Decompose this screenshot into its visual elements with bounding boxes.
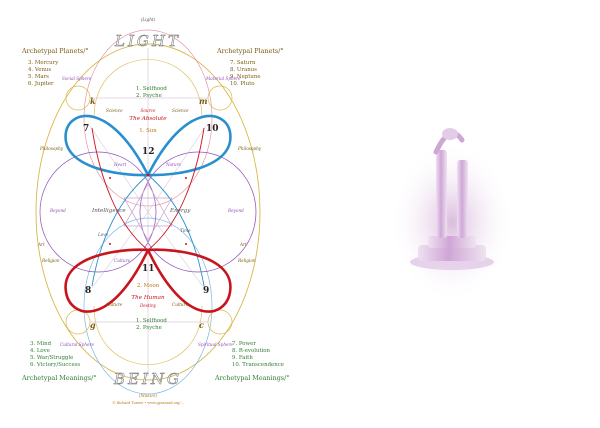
blue-left-lobe: [64, 114, 150, 177]
tl-item: 5. Mars: [28, 74, 49, 80]
love-label: Love: [97, 232, 109, 237]
source-label: Source: [141, 108, 156, 113]
bl-item: 5. War/Struggle: [30, 355, 73, 361]
moon-label: 2. Moon: [137, 283, 160, 289]
tr-item: 7. Saturn: [230, 60, 256, 66]
blue-right-lobe: [146, 114, 232, 177]
heart-label: Heart: [113, 162, 127, 167]
orbit-tag: Religion: [237, 258, 256, 263]
human-label: The Human: [131, 295, 165, 301]
orbit-tag: Philosophy: [39, 146, 64, 151]
bl-heading: Archetypal Meanings/°: [21, 374, 96, 382]
blue-lower-left: [91, 174, 149, 287]
destiny-label: Destiny: [139, 303, 157, 308]
br-item: 7. Power: [232, 341, 256, 347]
number-7: 7: [83, 124, 89, 134]
light-small-label: (Light): [141, 17, 156, 22]
mass-small-label: (Mass/e): [139, 393, 158, 398]
pillar-graphic: [390, 128, 514, 302]
light-title: LIGHT: [114, 32, 181, 50]
red-upper-left: [91, 127, 149, 251]
tr-item: 9. Neptune: [230, 74, 261, 80]
blue-lower-right: [147, 174, 205, 287]
tr-item: 8. Uranus: [230, 67, 257, 73]
tl-item: 4. Venus: [28, 67, 51, 73]
intelligence-label: Intelligence: [91, 208, 126, 214]
tr-item: 10. Pluto: [230, 81, 255, 87]
number-12: 12: [142, 147, 155, 157]
tl-item: 6. Jupiter: [28, 81, 54, 87]
orbit-tag: Science: [172, 108, 189, 113]
material-sphere-circle: [207, 85, 233, 111]
spiritual-sphere-label: Spiritual Sphere: [198, 342, 234, 347]
time-label: Time: [180, 228, 191, 233]
star-symbol: [123, 183, 173, 241]
social-sphere-circle: [65, 85, 91, 111]
cultural-sphere-circle: [65, 309, 91, 335]
orbit-tag: Art: [239, 242, 247, 247]
culture-label: Culture: [114, 258, 131, 263]
social-sphere-label: Social Sphere: [62, 76, 92, 81]
cultural-sphere-label: Cultural Sphere: [60, 342, 95, 347]
number-9: 9: [203, 286, 209, 296]
br-heading: Archetypal Meanings/°: [214, 374, 289, 382]
bl-item: 3. Mind: [30, 341, 52, 347]
red-right-lobe: [146, 248, 232, 313]
tl-item: 3. Mercury: [28, 60, 59, 66]
outer-gold-orbit: [35, 43, 261, 381]
right-purple-orbit: [139, 151, 257, 273]
center-top-item: 2. Psyche: [136, 93, 162, 99]
tr-heading: Archetypal Planets/°: [216, 47, 284, 55]
br-item: 8. R-evolution: [232, 348, 271, 354]
orbit-tags: Science Science Philosophy Philosophy Ar…: [37, 108, 262, 307]
center-top-item: 1. Selfhood: [136, 86, 167, 92]
orbit-tag: Culture: [106, 302, 123, 307]
orbit-tag: Science: [106, 108, 123, 113]
left-purple-orbit: [39, 151, 157, 273]
corner-letter-k: k: [90, 96, 96, 106]
br-item: 10. Transcendence: [232, 362, 284, 368]
br-item: 9. Faith: [232, 355, 253, 361]
beyond-right-label: Beyond: [227, 208, 244, 213]
center-dots: [109, 173, 187, 252]
red-upper-right: [147, 127, 205, 251]
number-10: 10: [206, 124, 219, 134]
credit-line: © Richard Turner • www.gysanrad.org/...: [112, 400, 184, 405]
nature-label: Nature: [165, 162, 182, 167]
number-8: 8: [85, 286, 91, 296]
material-sphere-label: Material Sphere: [205, 76, 241, 81]
bl-item: 4. Love: [30, 348, 50, 354]
orbit-tag: Art: [37, 242, 45, 247]
corner-letter-g: g: [90, 320, 96, 330]
beyond-left-label: Beyond: [49, 208, 66, 213]
being-title: BEING: [113, 370, 182, 388]
red-left-lobe: [64, 248, 150, 313]
bl-item: 6. Victory/Success: [30, 362, 80, 368]
absolute-label: The Absolute: [129, 116, 167, 122]
orbit-tag: Philosophy: [237, 146, 262, 151]
center-bottom-item: 1. Selfhood: [136, 318, 167, 324]
spiritual-sphere-circle: [207, 309, 233, 335]
orbit-tag: Religion: [41, 258, 60, 263]
number-11: 11: [142, 264, 155, 274]
sun-label: 1. Sun: [139, 128, 157, 134]
corner-letter-c: c: [199, 320, 204, 330]
orbit-tag: Culture: [172, 302, 189, 307]
corner-letter-m: m: [199, 96, 207, 106]
energy-label: Energy: [169, 208, 191, 214]
center-bottom-item: 2. Psyche: [136, 325, 162, 331]
tl-heading: Archetypal Planets/°: [21, 47, 89, 55]
